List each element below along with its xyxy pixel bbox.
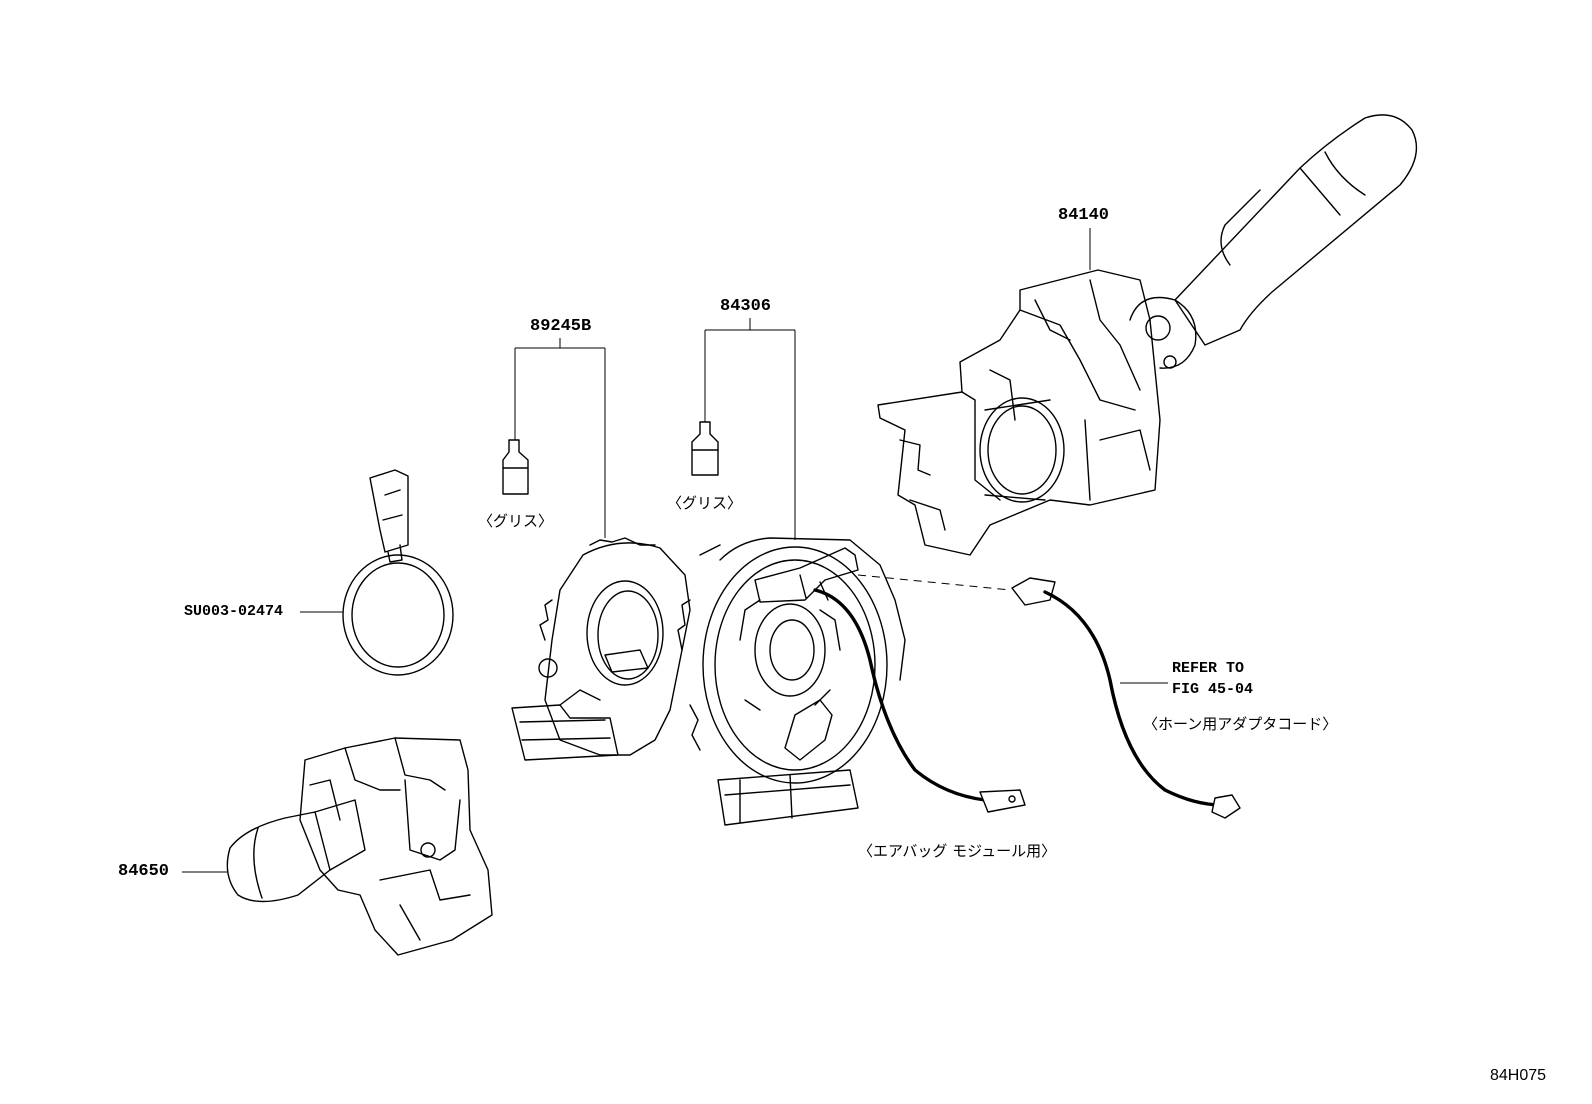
spiral-cable-89245B-drawing xyxy=(511,537,691,761)
airbag-module-note: 〈エアバッグ モジュール用〉 xyxy=(858,842,1057,860)
part-number-89245B: 89245B xyxy=(530,317,592,336)
refer-to-line2: FIG 45-04 xyxy=(1172,681,1254,698)
airbag-wire xyxy=(813,588,987,802)
grease-note-left: 〈グリス〉 xyxy=(478,512,554,530)
figure-code: 84H075 xyxy=(1490,1067,1547,1084)
spiral-cable-84306-drawing xyxy=(677,537,1011,826)
horn-adapter-cord-note: 〈ホーン用アダプタコード〉 xyxy=(1143,715,1338,733)
refer-to-line1: REFER TO xyxy=(1172,660,1245,677)
grease-bottle-right-drawing xyxy=(691,421,719,476)
ring-SU003-02474-drawing xyxy=(342,469,454,676)
horn-adapter-connector-bottom xyxy=(1211,794,1241,819)
grease-note-right: 〈グリス〉 xyxy=(667,494,743,512)
leader-lines xyxy=(182,228,1168,873)
switch-assembly-84140-drawing xyxy=(877,114,1418,556)
horn-adapter-wire xyxy=(1043,590,1224,807)
part-number-84140: 84140 xyxy=(1058,206,1110,225)
grease-bottle-left-drawing xyxy=(502,439,529,495)
horn-adapter-connector-top xyxy=(1011,577,1056,606)
switch-assembly-84650-drawing xyxy=(226,737,493,956)
airbag-connector xyxy=(979,789,1026,813)
part-number-84650: 84650 xyxy=(118,862,170,881)
part-number-84306: 84306 xyxy=(720,297,772,316)
part-number-SU003-02474: SU003-02474 xyxy=(184,603,284,620)
